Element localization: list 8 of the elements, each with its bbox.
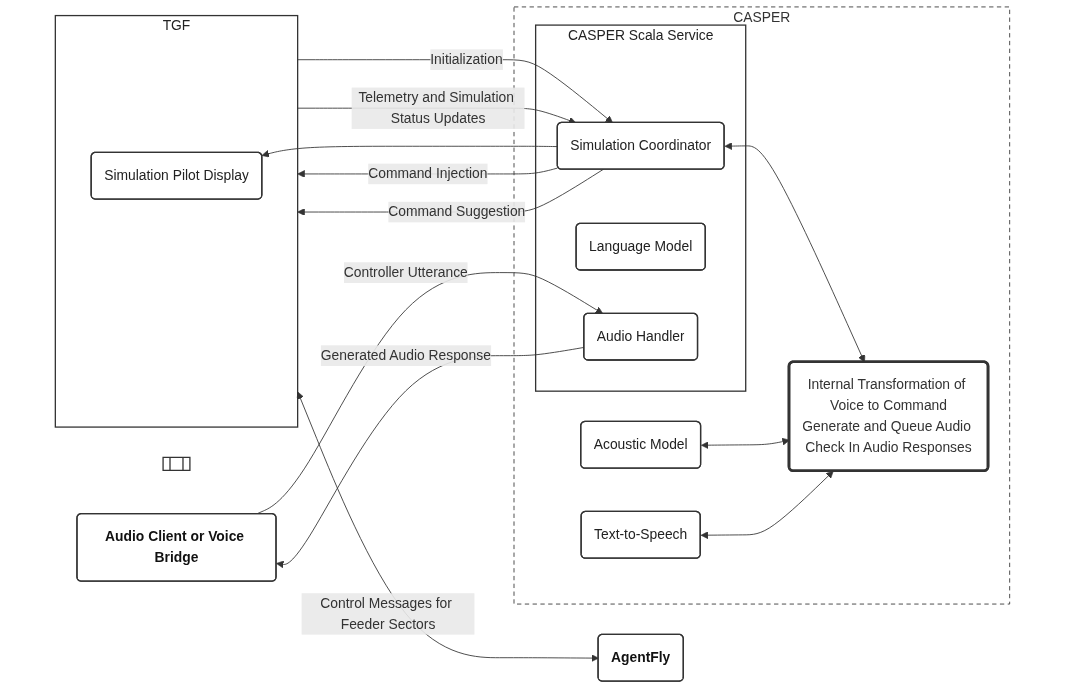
node-bar xyxy=(162,456,191,471)
edge-label: Control Messages for Feeder Sectors xyxy=(320,595,452,632)
edge-label: Generated Audio Response xyxy=(320,347,491,363)
edge-label: Command Suggestion xyxy=(388,204,526,219)
edge-label: Initialization xyxy=(430,51,503,67)
edge-label: Telemetry and Simulation Status Updates xyxy=(358,90,514,126)
edge-label: Command Injection xyxy=(368,166,488,181)
edge-label: Controller Utterance xyxy=(343,264,468,280)
